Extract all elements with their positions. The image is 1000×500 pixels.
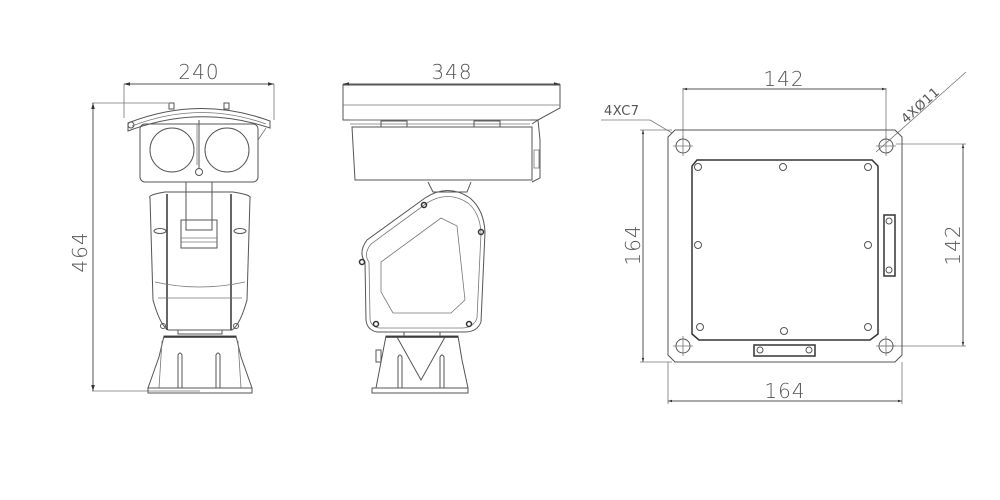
base-plate-view: 142 4XC7 4XØ11 164 142 [601, 67, 967, 404]
chamfer-callout: 4XC7 [601, 104, 673, 134]
side-width-dimension: 348 [342, 60, 561, 115]
front-width-dimension: 240 [123, 60, 275, 120]
front-width-label: 240 [178, 60, 219, 84]
top-hole-spacing-dimension: 142 [682, 67, 887, 140]
left-plate-height-label: 164 [621, 224, 645, 265]
right-hole-spacing-dimension: 142 [880, 143, 966, 347]
side-view: 348 [342, 60, 561, 394]
mounting-holes [673, 136, 896, 356]
hole-callout-label: 4XØ11 [899, 85, 944, 127]
bottom-plate-width-dimension: 164 [667, 362, 903, 404]
side-width-label: 348 [431, 60, 472, 84]
top-hole-spacing-label: 142 [763, 67, 804, 91]
front-height-label: 464 [68, 231, 92, 272]
front-height-dimension: 464 [68, 102, 200, 392]
chamfer-callout-label: 4XC7 [604, 104, 640, 119]
left-plate-height-dimension: 164 [621, 129, 672, 363]
front-view: 240 464 [68, 60, 275, 394]
right-hole-spacing-label: 142 [941, 224, 965, 265]
cover-screws [694, 163, 872, 335]
bottom-plate-width-label: 164 [764, 379, 805, 403]
